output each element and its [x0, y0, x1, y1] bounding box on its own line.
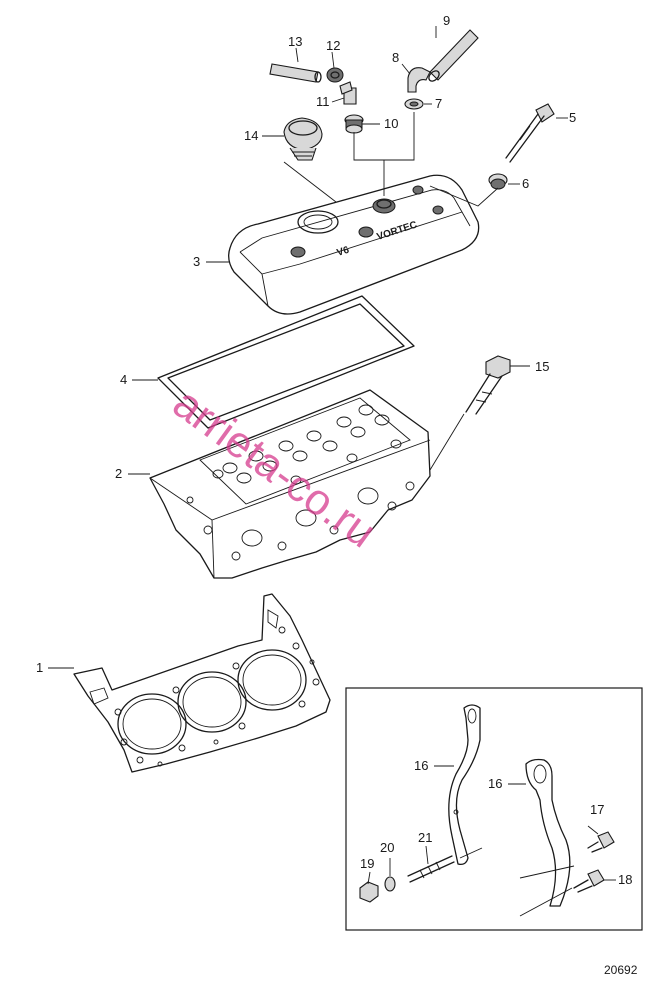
callout-15: 15 [535, 359, 549, 374]
oil-filler-cap-14[interactable] [283, 117, 323, 161]
callout-10: 10 [384, 116, 398, 131]
bolt-17[interactable] [587, 831, 615, 853]
callout-20: 20 [380, 840, 394, 855]
cylinder-head-bolt-15[interactable] [465, 355, 511, 415]
head-gasket-1[interactable] [73, 593, 331, 773]
reference-number: 20692 [604, 963, 638, 977]
hose-13[interactable] [269, 63, 322, 83]
callout-18: 18 [618, 872, 632, 887]
callout-16-right: 16 [488, 776, 502, 791]
callout-21: 21 [418, 830, 432, 845]
callout-13: 13 [288, 34, 302, 49]
cover-brand-text: VORTEC [376, 220, 419, 243]
bolt-18[interactable] [573, 869, 605, 893]
valve-cover-gasket-4[interactable] [157, 295, 415, 429]
callout-5: 5 [569, 110, 576, 125]
grommet-10[interactable] [344, 114, 364, 134]
cover-model-text: V6 [336, 244, 351, 258]
callout-19: 19 [360, 856, 374, 871]
grommet-6[interactable] [488, 173, 508, 190]
callout-6: 6 [522, 176, 529, 191]
callout-11: 11 [316, 94, 330, 109]
elbow-fitting-8[interactable] [407, 67, 431, 93]
callout-17: 17 [590, 802, 604, 817]
callout-8: 8 [392, 50, 399, 65]
callout-9: 9 [443, 13, 450, 28]
callout-12: 12 [326, 38, 340, 53]
hose-clip-12[interactable] [326, 67, 344, 83]
cylinder-head-2[interactable] [149, 389, 431, 579]
valve-cover-3[interactable]: V6 VORTEC [228, 174, 480, 315]
lifting-bracket-16-right[interactable] [525, 758, 571, 907]
watermark: arrieta-co.ru [164, 378, 385, 557]
leader-lines [48, 26, 616, 917]
callout-4: 4 [120, 372, 127, 387]
gasket-holes [114, 626, 320, 767]
callout-numbers: 9 8 13 12 11 7 10 14 5 6 3 4 15 2 1 16 1… [36, 13, 632, 887]
bracket-inset [345, 687, 643, 931]
callout-14: 14 [244, 128, 258, 143]
callout-16-left: 16 [414, 758, 428, 773]
cylinder-bores [117, 649, 307, 755]
callout-7: 7 [435, 96, 442, 111]
valve-springs [212, 404, 402, 485]
lifting-bracket-16-left[interactable] [448, 704, 481, 866]
washer-20[interactable] [384, 876, 396, 892]
grommet-7[interactable] [404, 98, 424, 110]
callout-1: 1 [36, 660, 43, 675]
cover-bolt-5[interactable] [505, 103, 555, 163]
callout-3: 3 [193, 254, 200, 269]
nut-19[interactable] [359, 881, 379, 903]
exhaust-ports [186, 481, 415, 561]
stud-21[interactable] [407, 855, 455, 883]
pcv-valve-11[interactable] [339, 81, 357, 105]
hose-9[interactable] [427, 29, 479, 83]
callout-2: 2 [115, 466, 122, 481]
